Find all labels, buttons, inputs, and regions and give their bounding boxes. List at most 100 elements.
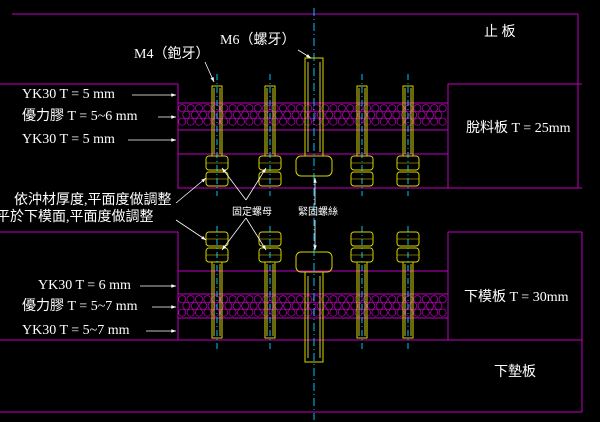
glue-cell — [186, 117, 195, 126]
leader-note-upper — [175, 177, 207, 204]
glue-cell — [430, 308, 439, 317]
leader-arrowhead — [262, 168, 266, 173]
glue-cell — [321, 104, 329, 113]
glue-cell — [316, 301, 325, 310]
glue-cell — [379, 308, 388, 317]
glue-cell — [232, 110, 241, 119]
glue-cell — [237, 295, 245, 304]
glue-cell — [434, 301, 443, 310]
glue-cell — [337, 308, 346, 317]
glue-cell — [405, 295, 413, 304]
glue-cell — [178, 104, 187, 113]
screw-head — [295, 155, 333, 177]
glue-cell — [388, 117, 397, 126]
glue-cell — [279, 295, 287, 304]
glue-cell — [417, 110, 426, 119]
glue-cell — [279, 104, 287, 113]
screw-group — [205, 8, 420, 420]
glue-cell — [417, 301, 426, 310]
glue-cell — [287, 295, 296, 304]
leader-nut-1 — [221, 167, 247, 201]
glue-cell — [211, 295, 220, 304]
lower-glue-label: 優力膠 T = 5~7 mm — [22, 299, 138, 314]
m6-label: M6（螺牙） — [220, 33, 296, 48]
glue-cell — [283, 110, 292, 119]
glue-cell — [283, 301, 292, 310]
glue-cell — [350, 110, 359, 119]
glue-cell — [375, 110, 384, 119]
leader-line — [175, 219, 207, 241]
glue-cell — [178, 295, 187, 304]
glue-cell — [396, 308, 405, 317]
glue-cell — [392, 110, 401, 119]
glue-cell — [253, 295, 262, 304]
glue-cell — [438, 295, 447, 304]
glue-cell — [321, 308, 329, 317]
leader-arrowhead — [313, 178, 317, 183]
glue-cell — [190, 110, 199, 119]
note-adjust-thickness: 依沖材厚度,平面度做調整 — [14, 193, 172, 208]
leader-line — [245, 217, 267, 251]
glue-cell — [396, 117, 405, 126]
leader-arrowhead — [171, 138, 176, 142]
glue-cell — [421, 117, 430, 126]
glue-cell — [321, 117, 329, 126]
leader-screw-upper — [313, 178, 317, 205]
top-plate-label: 止 板 — [484, 25, 516, 40]
glue-cell — [430, 117, 439, 126]
m4-screw-upper-3 — [350, 85, 374, 187]
glue-cell — [430, 104, 439, 113]
glue-cell — [333, 110, 342, 119]
glue-cell — [388, 295, 397, 304]
glue-cell — [346, 295, 355, 304]
screw-shank — [264, 261, 276, 339]
glue-cell — [342, 110, 350, 119]
upper-yk30-b-label: YK30 T = 5 mm — [22, 132, 115, 147]
glue-cell — [203, 295, 212, 304]
glue-cell — [287, 104, 296, 113]
glue-cell — [241, 110, 250, 119]
glue-cell — [203, 117, 212, 126]
glue-cell — [321, 295, 329, 304]
glue-cell — [421, 104, 430, 113]
leader-upper-yk30-b — [128, 138, 176, 142]
glue-cell — [237, 117, 245, 126]
leader-upper-glue — [158, 115, 176, 119]
glue-cell — [195, 308, 203, 317]
lower-die-plate-label: 下模板 T = 30mm — [464, 290, 569, 305]
glue-cell — [379, 117, 388, 126]
leader-arrowhead — [171, 305, 176, 309]
leader-arrowhead — [201, 178, 206, 183]
leader-line — [175, 177, 207, 204]
glue-cell — [367, 301, 376, 310]
glue-cell — [195, 295, 203, 304]
glue-cell — [186, 295, 195, 304]
glue-cell — [413, 104, 422, 113]
m4-screw-upper-2 — [258, 85, 282, 187]
glue-cell — [258, 110, 266, 119]
leader-arrowhead — [210, 77, 214, 82]
leader-arrowhead — [171, 329, 176, 333]
glue-cell — [237, 308, 245, 317]
glue-cell — [241, 301, 250, 310]
upper-glue-label: 優力膠 T = 5~6 mm — [22, 109, 138, 124]
glue-cell — [413, 295, 422, 304]
glue-cell — [426, 301, 434, 310]
glue-cell — [337, 104, 346, 113]
leader-screw-lower — [313, 220, 317, 250]
leader-lower-yk30-a — [140, 284, 176, 288]
glue-cell — [346, 117, 355, 126]
m4-screw-lower-3 — [350, 231, 374, 339]
glue-cell — [274, 110, 283, 119]
glue-cell — [295, 308, 304, 317]
glue-cell — [308, 301, 317, 310]
glue-cell — [388, 308, 397, 317]
glue-cell — [220, 295, 229, 304]
glue-cell — [245, 308, 254, 317]
leader-line — [245, 167, 267, 201]
glue-cell — [396, 295, 405, 304]
glue-cell — [367, 110, 376, 119]
screw-shank — [402, 261, 414, 339]
upper-yk30-a-label: YK30 T = 5 mm — [22, 87, 115, 102]
